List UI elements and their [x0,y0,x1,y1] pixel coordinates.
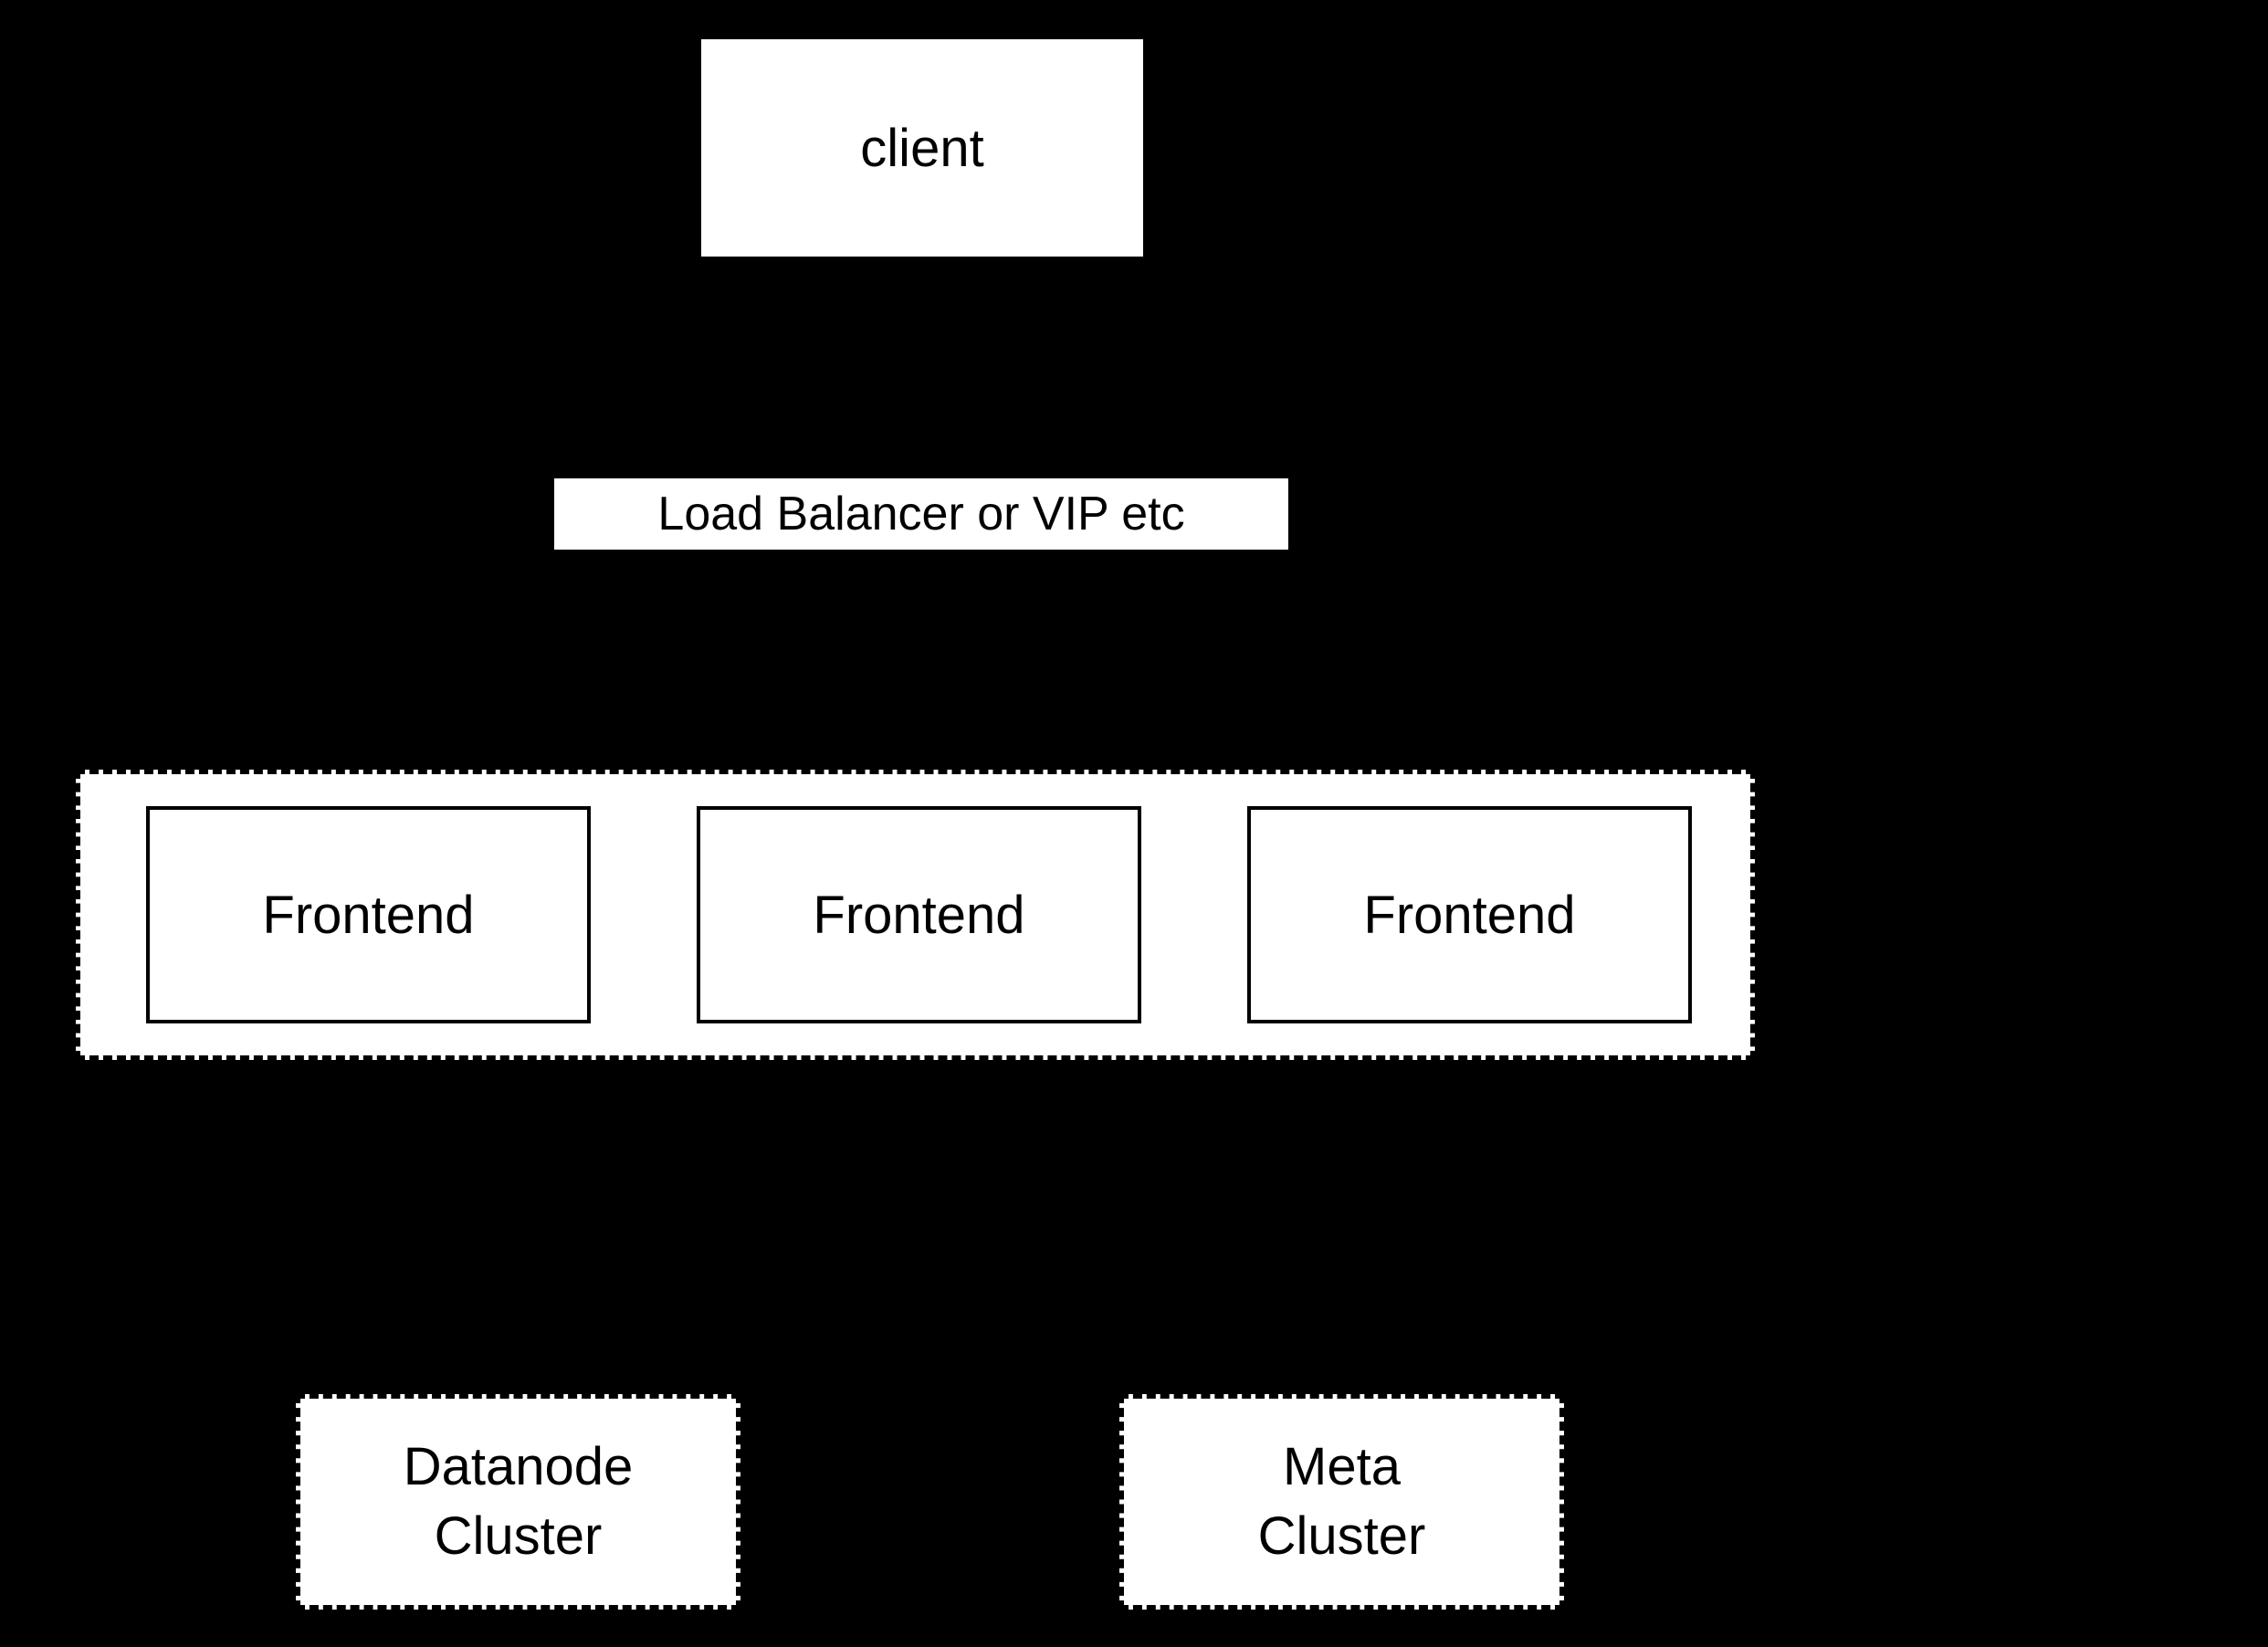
datanode-cluster-label-line1: Datanode [403,1437,634,1496]
meta-cluster-label: Meta Cluster [1258,1432,1426,1571]
datanode-cluster-label-line2: Cluster [434,1506,603,1566]
datanode-cluster-node: Datanode Cluster [296,1394,740,1610]
client-node: client [701,39,1143,257]
frontend-node-1: Frontend [146,806,591,1023]
meta-cluster-label-line2: Cluster [1257,1506,1426,1566]
load-balancer-node-label: Load Balancer or VIP etc [657,488,1185,540]
frontend-node-3-label: Frontend [1363,885,1576,945]
frontend-node-2: Frontend [697,806,1141,1023]
meta-cluster-node: Meta Cluster [1119,1394,1564,1610]
datanode-cluster-label: Datanode Cluster [404,1432,634,1571]
frontend-node-3: Frontend [1247,806,1692,1023]
frontend-node-1-label: Frontend [262,885,475,945]
frontend-node-2-label: Frontend [813,885,1025,945]
meta-cluster-label-line1: Meta [1283,1437,1401,1496]
load-balancer-node: Load Balancer or VIP etc [554,478,1288,550]
client-node-label: client [860,118,984,178]
